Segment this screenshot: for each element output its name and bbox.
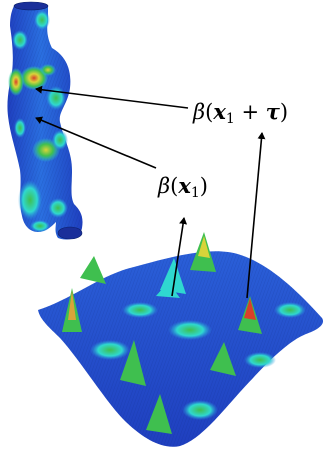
svg-text:β(x1): β(x1) <box>157 173 208 201</box>
label-lower-func: β <box>157 174 170 198</box>
label-upper: β(x1 + τ) <box>192 99 288 127</box>
vessel-outlet <box>57 226 83 240</box>
label-lower: β(x1) <box>157 173 208 201</box>
surface-plot <box>38 232 324 447</box>
label-upper-plus: + <box>235 100 266 124</box>
label-upper-func: β <box>192 100 205 124</box>
svg-text:β(x1 + τ): β(x1 + τ) <box>192 99 288 127</box>
label-lower-var: x <box>177 173 191 198</box>
arrow-upper-to-surface <box>246 132 266 299</box>
peak-right-hot <box>244 298 256 320</box>
annotation-arrows <box>35 85 266 299</box>
label-upper-open: ( <box>205 100 213 124</box>
label-upper-var: x <box>212 99 226 124</box>
arrow-lower-to-surface <box>171 217 188 297</box>
label-lower-close: ) <box>200 174 208 198</box>
label-upper-close: ) <box>280 100 288 124</box>
vessel-inlet <box>13 1 49 11</box>
vessel-model <box>7 1 83 240</box>
arrow-upper-to-vessel <box>35 85 189 109</box>
label-upper-shift: τ <box>266 99 281 124</box>
peak-back-left <box>80 256 106 284</box>
label-lower-open: ( <box>170 174 178 198</box>
label-upper-sub: 1 <box>226 111 235 127</box>
label-lower-sub: 1 <box>191 185 200 201</box>
arrow-lower-to-vessel <box>35 116 157 169</box>
